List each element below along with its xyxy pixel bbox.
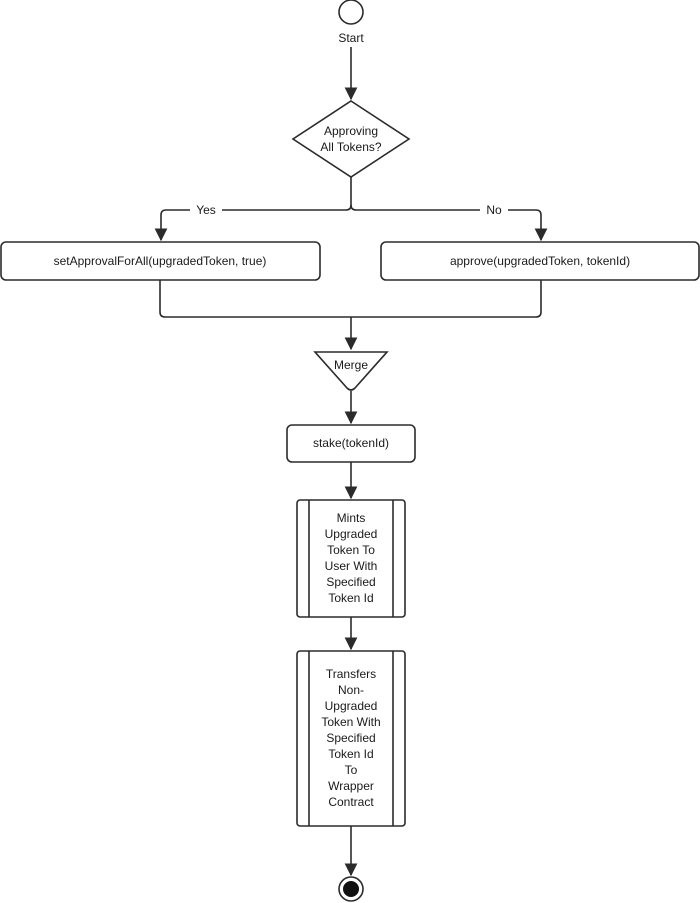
subprocess-transfer-line: Specified [326, 731, 375, 745]
subprocess-mint-line: Specified [326, 575, 375, 589]
no-label: No [486, 203, 502, 217]
action-set-approval-for-all-label: setApprovalForAll(upgradedToken, true) [54, 254, 267, 268]
connector-yes-branch [154, 177, 352, 242]
action-approve [380, 241, 700, 281]
decision-node [291, 100, 411, 178]
action-approve-label: approve(upgradedToken, tokenId) [450, 254, 630, 268]
no-label-bg [480, 202, 508, 218]
subprocess-transfer-line: To [345, 763, 358, 777]
subprocess-transfer-line: Transfers [326, 667, 376, 681]
subprocess-mint-line: Token To [327, 543, 375, 557]
subprocess-transfer-line: Non- [338, 683, 364, 697]
subprocess-transfer-line: Contract [328, 795, 374, 809]
yes-label: Yes [196, 203, 216, 217]
subprocess-transfer-line: Token Id [328, 747, 373, 761]
subprocess-transfer-line: Upgraded [325, 699, 378, 713]
subprocess-mint-line: Mints [337, 511, 366, 525]
subprocess-transfer-line: Token With [321, 715, 380, 729]
action-stake-label: stake(tokenId) [313, 436, 389, 450]
subprocess-mint-line: Upgraded [325, 527, 378, 541]
start-node [338, 0, 364, 25]
decision-label-line1: Approving [324, 124, 378, 138]
merge-label: Merge [334, 358, 368, 372]
subprocess-transfer-line: Wrapper [328, 779, 374, 793]
connector-no-branch [350, 204, 548, 242]
connector-join [159, 280, 542, 318]
decision-label-line2: All Tokens? [320, 140, 381, 154]
subprocess-mint-line: User With [325, 559, 378, 573]
end-node-inner [343, 881, 359, 897]
subprocess-mint-line: Token Id [328, 591, 373, 605]
start-label: Start [338, 31, 364, 45]
yes-label-bg [190, 202, 222, 218]
merge-node [313, 351, 389, 391]
